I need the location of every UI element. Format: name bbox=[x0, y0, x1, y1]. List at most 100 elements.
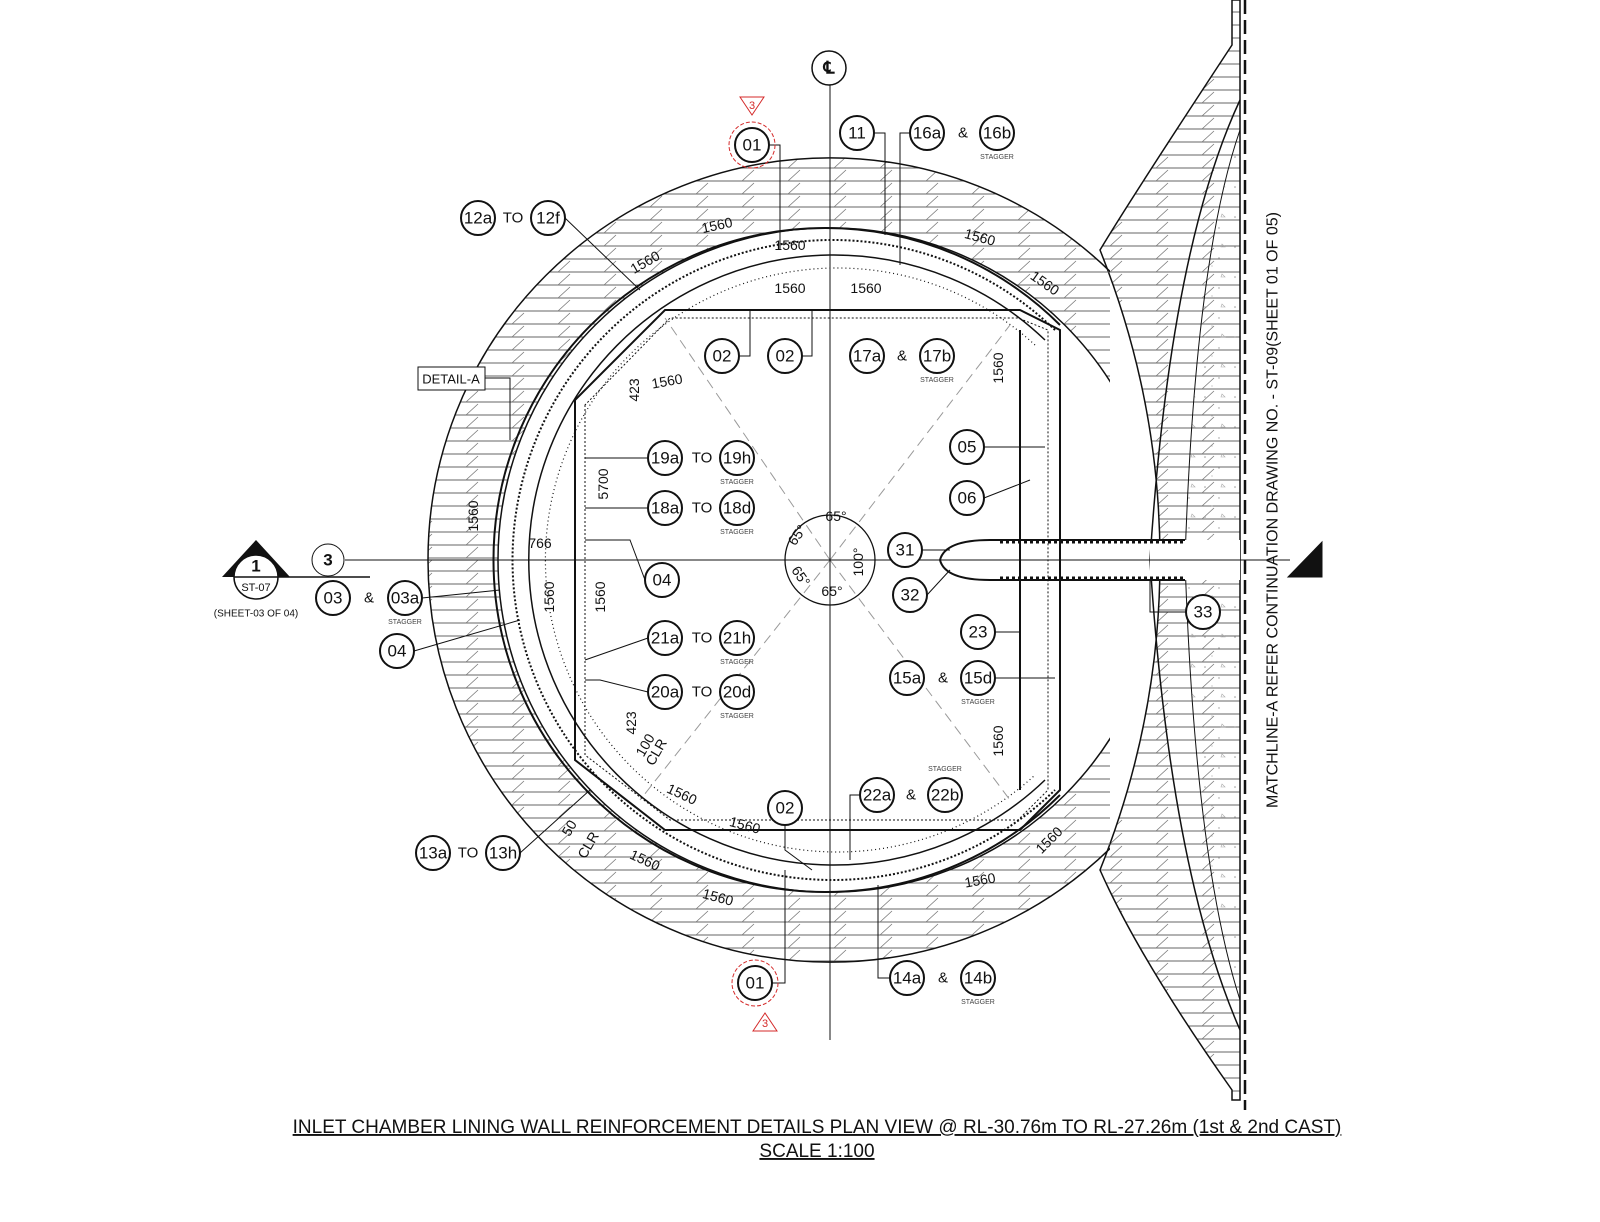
drawing-scale: SCALE 1:100 bbox=[759, 1141, 874, 1162]
dimension-1560: 1560 bbox=[665, 780, 700, 808]
bubble-label: 04 bbox=[388, 642, 407, 661]
centerlines bbox=[345, 85, 1323, 1040]
bubble-label: 21a bbox=[651, 629, 680, 648]
bubble-label: 31 bbox=[896, 541, 915, 560]
stagger-note: STAGGER bbox=[961, 699, 995, 706]
stagger-note: STAGGER bbox=[720, 659, 754, 666]
dimension-1560: 1560 bbox=[963, 869, 997, 890]
bubble-label: 16a bbox=[913, 124, 942, 143]
callout-bubble-22a: 22a bbox=[859, 777, 895, 813]
dimension-1560: 1560 bbox=[592, 581, 608, 612]
dimension-1560: 1560 bbox=[774, 280, 805, 296]
revision-tag-top: 3 bbox=[728, 96, 776, 169]
callout-bubble-32: 32 bbox=[892, 577, 928, 613]
dimension-766: 766 bbox=[528, 535, 552, 551]
bubble-label: 02 bbox=[776, 799, 795, 818]
dimension-423: 423 bbox=[626, 378, 642, 402]
section-sheet-note: (SHEET-03 OF 04) bbox=[214, 609, 298, 620]
leader-lines bbox=[413, 132, 1186, 984]
svg-text:3: 3 bbox=[762, 1018, 768, 1030]
dimension-1560: 1560 bbox=[728, 813, 762, 837]
stagger-note: STAGGER bbox=[720, 713, 754, 720]
dimension-1560: 1560 bbox=[701, 885, 735, 909]
connector-and: & bbox=[906, 787, 916, 804]
callout-bubble-02: 02 bbox=[767, 790, 803, 826]
dimension-1560: 1560 bbox=[465, 500, 481, 531]
bubble-label: 22a bbox=[863, 786, 892, 805]
bubble-label: 03 bbox=[324, 589, 343, 608]
connector-and: & bbox=[958, 125, 968, 142]
grid-label: 3 bbox=[323, 551, 332, 570]
bubble-label: 13h bbox=[489, 844, 517, 863]
callout-bubble-14a: 14a bbox=[889, 960, 925, 996]
revision-tag-bottom: 3 bbox=[731, 959, 779, 1032]
section-number: 1 bbox=[251, 557, 260, 576]
dimension-65-deg: 65° bbox=[825, 508, 846, 524]
bubble-label: 15a bbox=[893, 669, 922, 688]
callout-bubble-17a: 17a bbox=[849, 338, 885, 374]
connector-and: & bbox=[938, 670, 948, 687]
bubble-label: 12f bbox=[536, 209, 560, 228]
callout-bubble-21a: 21a bbox=[647, 620, 683, 656]
connector-to: TO bbox=[692, 450, 713, 467]
callout-bubble-15a: 15a bbox=[889, 660, 925, 696]
centerline-symbol: ℄ bbox=[823, 59, 836, 78]
bubble-label: 03a bbox=[391, 589, 420, 608]
callout-bubble-04: 04 bbox=[379, 633, 415, 669]
dimension-100-deg: 100° bbox=[850, 548, 866, 577]
bubble-label: 32 bbox=[901, 586, 920, 605]
connector-and: & bbox=[938, 970, 948, 987]
connector-to: TO bbox=[692, 500, 713, 517]
adjacent-chamber-wall bbox=[1099, 0, 1241, 1101]
callout-bubble-19a: 19a bbox=[647, 440, 683, 476]
bubble-label: 18d bbox=[723, 499, 751, 518]
lining-wall-hatched bbox=[427, 157, 1110, 963]
callout-bubble-01: 01 bbox=[734, 127, 770, 163]
svg-text:3: 3 bbox=[749, 100, 755, 112]
bubble-label: 01 bbox=[743, 136, 762, 155]
callout-bubble-13h: 13h bbox=[485, 835, 521, 871]
dimension-1560: 1560 bbox=[990, 725, 1006, 756]
callout-bubble-02: 02 bbox=[767, 338, 803, 374]
matchline-note: MATCHLINE-A REFER CONTINUATION DRAWING N… bbox=[1265, 212, 1282, 808]
bubble-label: 06 bbox=[958, 489, 977, 508]
callout-bubble-12f: 12f bbox=[530, 200, 566, 236]
bubble-label: 23 bbox=[969, 623, 988, 642]
bubble-label: 12a bbox=[464, 209, 493, 228]
bubble-label: 22b bbox=[931, 786, 959, 805]
bubble-label: 19h bbox=[723, 449, 751, 468]
bubble-label: 01 bbox=[746, 974, 765, 993]
callout-bubble-31: 31 bbox=[887, 532, 923, 568]
dimension-1560: 1560 bbox=[963, 225, 997, 249]
bubble-label: 14b bbox=[964, 969, 992, 988]
detail-a-label: DETAIL-A bbox=[422, 372, 480, 387]
callout-bubble-01: 01 bbox=[737, 965, 773, 1001]
bubble-label: 05 bbox=[958, 438, 977, 457]
dimension-1560: 1560 bbox=[850, 280, 881, 296]
dimension-50: 50 bbox=[558, 817, 580, 839]
callout-bubble-03: 03 bbox=[315, 580, 351, 616]
dimension-1560: 1560 bbox=[774, 237, 805, 253]
stagger-note: STAGGER bbox=[980, 154, 1014, 161]
section-sheet-ref: ST-07 bbox=[241, 582, 270, 594]
bubble-label: 17b bbox=[923, 347, 951, 366]
drawing-title: INLET CHAMBER LINING WALL REINFORCEMENT … bbox=[293, 1117, 1342, 1138]
connector-and: & bbox=[897, 348, 907, 365]
bubble-label: 19a bbox=[651, 449, 680, 468]
stagger-note: STAGGER bbox=[720, 529, 754, 536]
centerline-marker: ℄ bbox=[811, 50, 847, 86]
bubble-label: 20d bbox=[723, 683, 751, 702]
callout-bubble-05: 05 bbox=[949, 429, 985, 465]
connector-to: TO bbox=[692, 630, 713, 647]
bubble-label: 02 bbox=[776, 347, 795, 366]
